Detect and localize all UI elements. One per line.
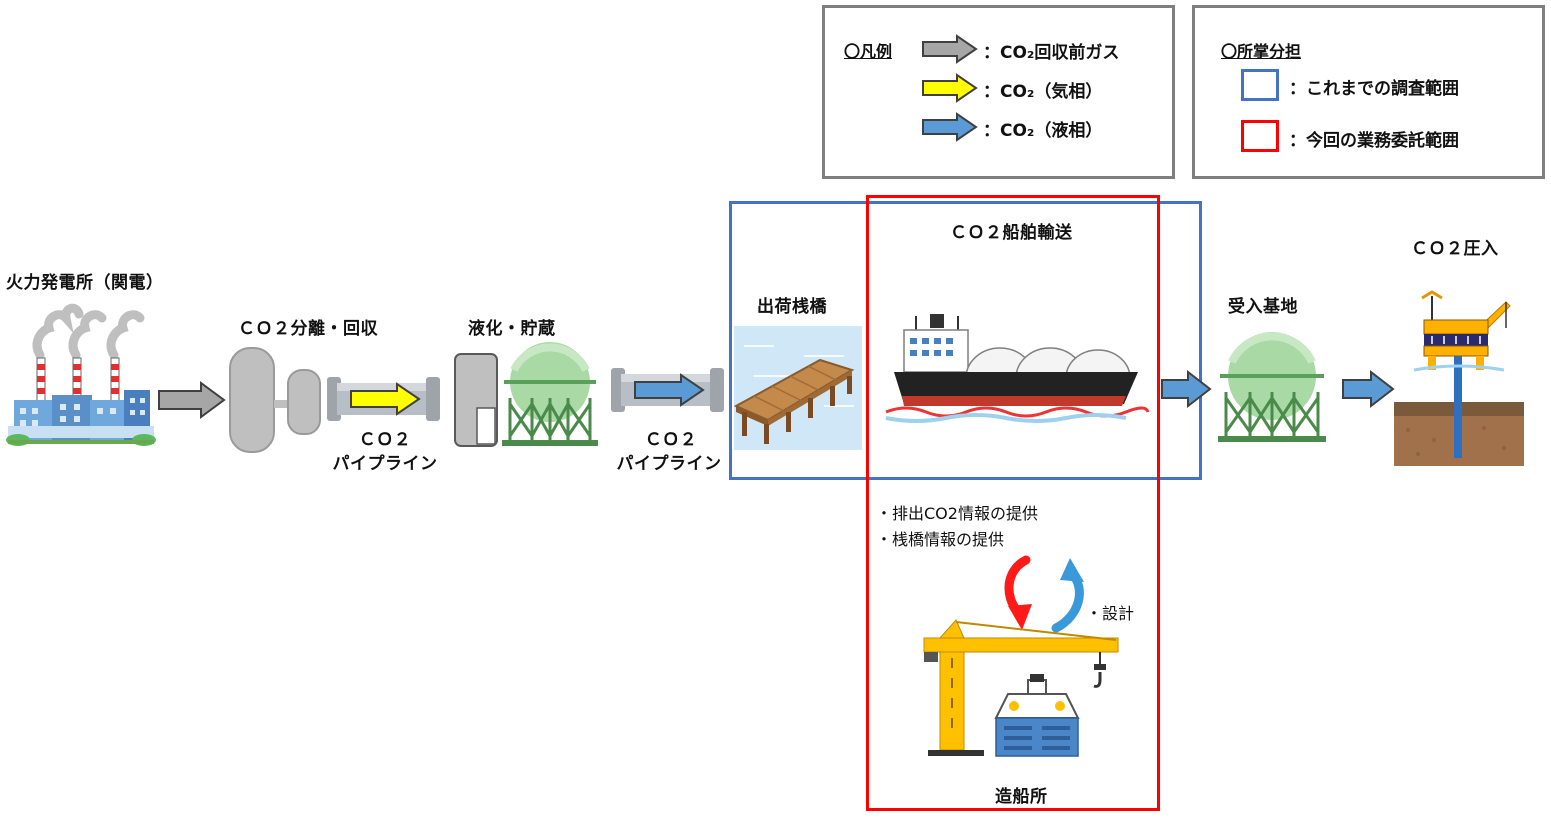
legend-label-liquid-phase: ：CO₂（液相） [983,121,1103,141]
note-pier-info: ・桟橋情報の提供 [876,530,1005,549]
pier-label: 出荷桟橋 [757,297,827,317]
legend-arrow-yellow [922,73,978,103]
legend-box: 〇凡例 ：CO₂回収前ガス ：CO₂（気相） ：CO₂（液相） [822,5,1175,179]
storage-tank-icon [502,342,598,446]
offshore-platform-icon [1394,290,1524,466]
lng-carrier-icon [885,314,1150,423]
legend-label-gas: ：CO₂回収前ガス [983,43,1120,63]
liquefaction-label: 液化・貯蔵 [468,319,556,339]
receiving-tank-icon [1218,332,1326,442]
responsibility-header: 〇所掌分担 [1221,42,1302,61]
separation-label: ＣＯ２分離・回収 [238,319,378,339]
note-emission-info: ・排出CO2情報の提供 [876,504,1038,523]
legend-label-gas-phase: ：CO₂（気相） [983,82,1103,102]
responsibility-label-current: ：今回の業務委託範囲 [1289,131,1459,151]
shipyard-label: 造船所 [995,787,1048,807]
ship-transport-label: ＣＯ２船舶輸送 [950,223,1073,243]
liquefaction-unit-icon [454,353,498,447]
pipeline-2-label-line1: ＣＯ２ [644,430,698,450]
shipyard-crane-icon [923,619,1119,757]
legend-swatch-blue [1241,69,1279,101]
legend-header: 〇凡例 [844,42,893,61]
pipeline-2-label-line2: パイプライン [616,454,722,474]
receiving-terminal-label: 受入基地 [1228,297,1298,317]
responsibility-box: 〇所掌分担 ：これまでの調査範囲 ：今回の業務委託範囲 [1192,5,1545,179]
pipeline-1-label-line1: ＣＯ２ [358,430,412,450]
pier-icon [733,326,862,450]
legend-arrow-blue [922,112,978,142]
exchange-arrows-icon [1004,555,1084,633]
previous-scope-rect [729,201,1202,480]
current-scope-rect [866,195,1160,811]
pipeline-1-label-line2: パイプライン [332,454,438,474]
power-plant-icon [6,303,156,446]
note-design: ・設計 [1086,604,1135,623]
pipeline-1-icon [327,377,440,421]
power-plant-label: 火力発電所（関電） [6,273,164,293]
flow-arrow-gas-1 [158,381,226,419]
legend-arrow-gray [922,34,978,64]
pipeline-2-icon [611,368,724,412]
flow-arrow-liquid-1 [1161,369,1212,409]
responsibility-label-previous: ：これまでの調査範囲 [1289,79,1459,99]
flow-arrow-liquid-2 [1342,369,1395,409]
injection-label: ＣＯ２圧入 [1411,239,1499,259]
separation-unit-icon [229,347,321,453]
legend-swatch-red [1241,120,1279,152]
